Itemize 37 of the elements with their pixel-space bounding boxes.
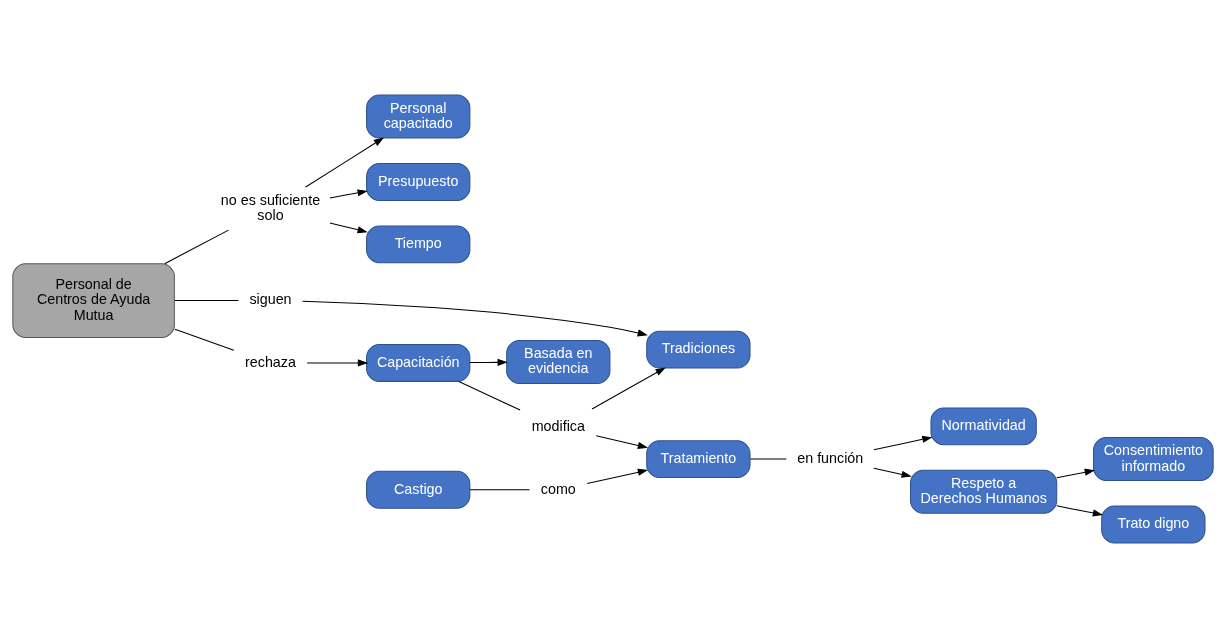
node-text: siguen (249, 290, 292, 307)
arrow (329, 188, 368, 198)
node-box: Basada en evidencia (506, 339, 611, 384)
node-box: Respeto a Derechos Humanos (910, 469, 1058, 514)
connector (174, 328, 235, 351)
node-text: como (540, 480, 576, 497)
node-box: Tradiciones (646, 330, 751, 369)
node-box: Normatividad (930, 406, 1037, 445)
node-box: Tratamiento (646, 439, 751, 478)
node-box: Presupuesto (366, 162, 471, 201)
node-text: en función (797, 449, 864, 466)
connector (458, 380, 521, 411)
connector (164, 229, 230, 264)
node-box: Consentimiento informado (1093, 436, 1214, 481)
arrow (469, 358, 508, 366)
arrow (1056, 468, 1095, 478)
arrow (302, 300, 648, 336)
arrow (873, 435, 933, 450)
node-box: Personal de Centros de Ayuda Mutua (12, 262, 175, 338)
node-box: Tiempo (366, 224, 471, 263)
node-text: modifica (531, 417, 585, 434)
arrow (305, 137, 385, 187)
node-box: Castigo (366, 470, 471, 509)
arrow (329, 221, 368, 233)
arrow (595, 434, 648, 449)
node-box: Capacitación (366, 343, 471, 382)
node-box: Trato digno (1101, 505, 1206, 543)
connector (469, 488, 531, 490)
node-text: no es suficiente solo (220, 191, 321, 223)
arrow (873, 467, 912, 478)
node-box: Personal capacitado (366, 94, 471, 139)
arrow (591, 366, 666, 409)
arrow (1056, 504, 1104, 516)
node-text: rechaza (245, 353, 296, 370)
arrow (306, 358, 369, 367)
connector (174, 299, 240, 301)
arrow (586, 468, 649, 484)
